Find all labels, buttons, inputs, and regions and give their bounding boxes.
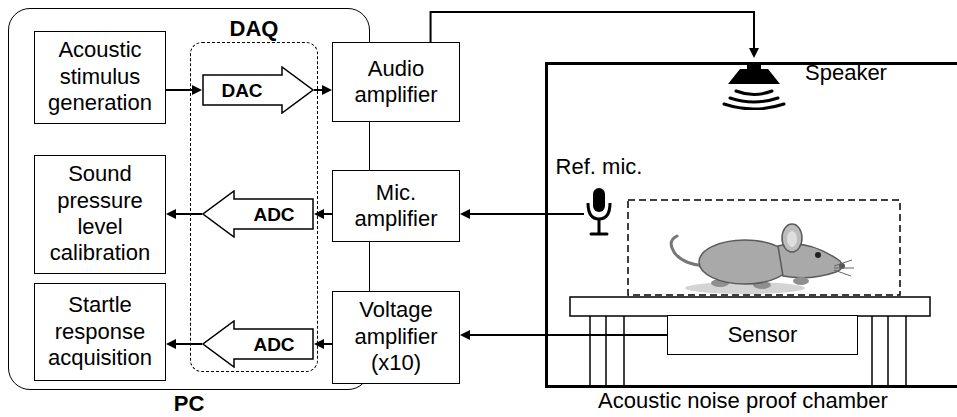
node-label: Sensor (728, 322, 798, 348)
mouse-eye (815, 252, 821, 258)
node-label: Speaker (805, 62, 887, 84)
mouse-ear-inner (787, 231, 797, 247)
platform-leg (605, 316, 607, 386)
signal-connector (462, 213, 584, 215)
platform-plate (570, 297, 930, 316)
signal-connector (316, 343, 332, 345)
node-label: DAQ (191, 18, 317, 40)
mouse-ear (782, 224, 802, 252)
microphone-symbol (584, 186, 614, 242)
signal-connector (314, 89, 330, 91)
signal-connector (166, 89, 200, 91)
node-label: Ref. mic. (556, 156, 643, 178)
amplifier-box: Mic. amplifier (332, 170, 460, 242)
microphone-icon: Ref. mic. (584, 186, 614, 242)
amplifier-box: Voltage amplifier (x10) (332, 291, 460, 384)
node-label: Acoustic noise proof chamber (598, 390, 888, 412)
platform-legs (590, 316, 906, 386)
node-label: DAC (221, 81, 262, 100)
mouse-body (699, 240, 791, 284)
platform-leg (623, 316, 625, 386)
dac-block-arrow: DAC (202, 66, 314, 114)
process-box: Startle response acquisition (34, 283, 166, 381)
node-label: PC (9, 393, 369, 415)
mouse-foot (793, 277, 809, 285)
node-label: Voltage amplifier (x10) (339, 297, 453, 376)
adc-block-arrow: ADC (202, 320, 314, 368)
signal-connector (316, 213, 332, 215)
node-label: ADC (253, 205, 294, 224)
process-box: Acoustic stimulus generation (34, 31, 166, 124)
chamber-outline: Acoustic noise proof chamberSpeakerRef. … (545, 62, 957, 388)
node-label: Sound pressure level calibration (41, 161, 159, 267)
platform-leg (589, 316, 591, 386)
platform-leg (887, 316, 889, 386)
signal-connector (168, 213, 202, 215)
platform-leg (905, 316, 907, 386)
signal-connector (431, 12, 754, 56)
mouse-figure (671, 224, 854, 294)
sensor-box: Sensor (667, 315, 858, 355)
node-label: Mic. amplifier (339, 180, 453, 233)
pc-enclosure: PCDAQDACADCADCAcoustic stimulus generati… (8, 8, 370, 390)
signal-connector (168, 343, 202, 345)
process-box: Sound pressure level calibration (34, 155, 166, 274)
adc-block-arrow: ADC (202, 190, 314, 238)
node-label: Audio amplifier (339, 56, 453, 109)
amplifier-box: Audio amplifier (332, 42, 460, 122)
cage-outline (628, 200, 900, 295)
daq-enclosure: DAQDACADCADC (190, 42, 318, 372)
speaker-symbol (716, 58, 792, 110)
platform-leg (871, 316, 873, 386)
signal-connector (462, 334, 667, 336)
mouse-whiskers (834, 260, 854, 276)
node-label: ADC (253, 335, 294, 354)
speaker-icon: Speaker (716, 58, 792, 110)
node-label: Acoustic stimulus generation (41, 37, 159, 116)
node-label: Startle response acquisition (41, 292, 159, 371)
